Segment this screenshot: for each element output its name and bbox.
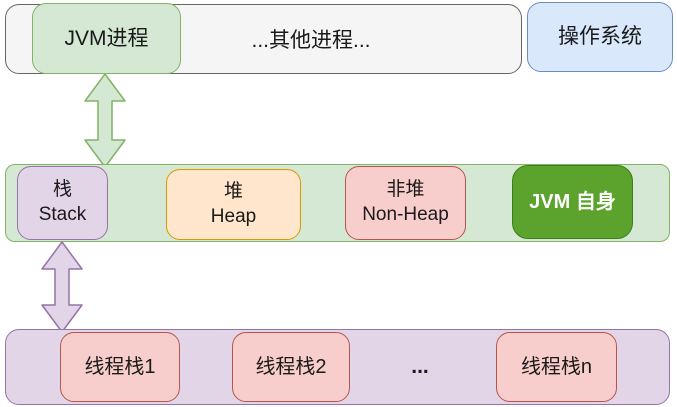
non-heap-label-en: Non-Heap — [362, 204, 449, 225]
thread-stack-1-box: 线程栈1 — [60, 332, 180, 402]
stack-box: 栈 Stack — [17, 166, 108, 240]
thread-stack-2-label: 线程栈2 — [255, 356, 327, 378]
stack-label-en: Stack — [38, 204, 87, 225]
thread-stack-1-label: 线程栈1 — [84, 356, 156, 378]
stack-label-zh: 栈 — [52, 179, 72, 201]
jvm-process-box: JVM进程 — [32, 3, 181, 74]
heap-label-zh: 堆 — [223, 180, 243, 202]
operating-system-label: 操作系统 — [558, 25, 642, 49]
other-processes-label: ...其他进程... — [251, 29, 371, 52]
heap-box: 堆 Heap — [166, 169, 301, 240]
thread-stack-ellipsis-label: ... — [411, 355, 429, 378]
thread-stack-2-box: 线程栈2 — [232, 332, 350, 402]
jvm-self-box: JVM 自身 — [512, 165, 633, 239]
bidirectional-arrow-stack-threads-icon — [41, 241, 83, 333]
heap-label-en: Heap — [210, 205, 257, 227]
thread-stack-n-label: 线程栈n — [520, 356, 593, 378]
non-heap-box: 非堆 Non-Heap — [345, 166, 466, 240]
jvm-process-label: JVM进程 — [64, 26, 149, 50]
thread-stack-n-box: 线程栈n — [496, 332, 617, 402]
bidirectional-arrow-process-memory-icon — [84, 73, 126, 168]
jvm-self-label: JVM 自身 — [529, 191, 616, 213]
non-heap-label-zh: 非堆 — [386, 179, 425, 201]
operating-system-box: 操作系统 — [527, 2, 673, 72]
